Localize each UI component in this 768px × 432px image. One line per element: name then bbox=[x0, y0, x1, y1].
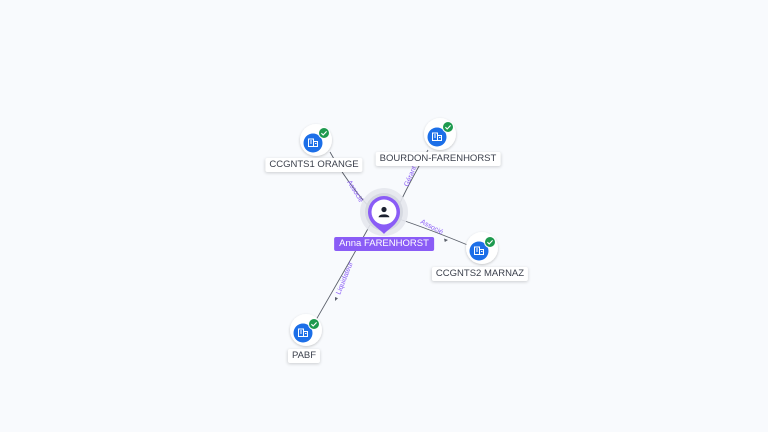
edge-label-bourdon: Gérant bbox=[403, 165, 418, 187]
check-icon bbox=[321, 131, 327, 136]
building-icon bbox=[474, 246, 484, 255]
edge-arrows bbox=[335, 238, 448, 301]
person-node[interactable] bbox=[360, 188, 408, 236]
company-label-pabf[interactable]: PABF bbox=[287, 349, 321, 363]
edge-label-ccgnts1: Associé bbox=[345, 179, 364, 204]
check-icon-bg bbox=[484, 236, 496, 248]
company-node-pabf[interactable] bbox=[290, 314, 322, 346]
check-icon-bg bbox=[318, 127, 330, 139]
arrow-pabf bbox=[335, 297, 338, 301]
company-node-ccgnts1[interactable] bbox=[300, 124, 332, 156]
edge-pabf bbox=[315, 224, 371, 321]
check-icon-bg bbox=[308, 318, 320, 330]
check-icon bbox=[311, 322, 317, 327]
building-icon bbox=[298, 328, 308, 337]
person-name-label[interactable]: Anna FARENHORST bbox=[334, 237, 434, 251]
edge-label-pabf: Liquidateur bbox=[335, 260, 355, 295]
company-node-bourdon[interactable] bbox=[424, 118, 456, 150]
building-icon bbox=[432, 132, 442, 141]
company-node-ccgnts2[interactable] bbox=[466, 232, 498, 264]
company-label-bourdon[interactable]: BOURDON-FARENHORST bbox=[375, 152, 501, 166]
check-icon bbox=[487, 240, 493, 245]
company-label-ccgnts2[interactable]: CCGNTS2 MARNAZ bbox=[431, 267, 529, 281]
arrow-ccgnts2 bbox=[444, 238, 448, 242]
check-icon bbox=[445, 125, 451, 130]
person-icon bbox=[378, 206, 390, 218]
building-icon bbox=[308, 138, 318, 147]
check-icon-bg bbox=[442, 121, 454, 133]
company-label-ccgnts1[interactable]: CCGNTS1 ORANGE bbox=[265, 158, 363, 172]
